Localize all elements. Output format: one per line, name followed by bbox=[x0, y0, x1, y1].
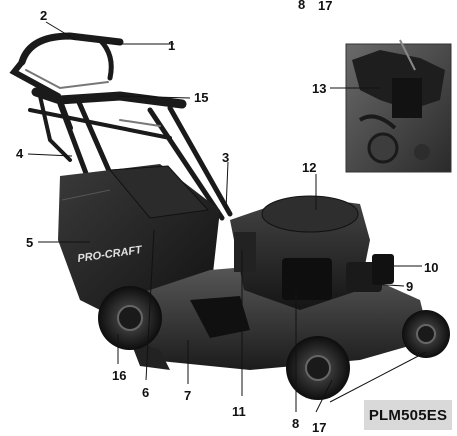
callout-1: 1 bbox=[168, 38, 175, 53]
model-badge: PLM505ES bbox=[364, 400, 452, 430]
callout-12: 12 bbox=[302, 160, 316, 175]
leader-lines bbox=[27, 21, 427, 413]
model-name: PLM505ES bbox=[368, 406, 448, 424]
callout-17-top: 17 bbox=[318, 0, 332, 13]
callout-11: 11 bbox=[232, 404, 246, 419]
callout-8: 8 bbox=[292, 416, 299, 431]
inset-photo bbox=[345, 39, 452, 173]
wheels bbox=[98, 286, 450, 400]
callout-6: 6 bbox=[142, 385, 149, 400]
callout-3: 3 bbox=[222, 150, 229, 165]
callout-10: 10 bbox=[424, 260, 438, 275]
callout-9: 9 bbox=[406, 279, 413, 294]
callout-2: 2 bbox=[40, 8, 47, 23]
callout-15: 15 bbox=[194, 90, 208, 105]
callout-17: 17 bbox=[312, 420, 326, 435]
callout-7: 7 bbox=[184, 388, 191, 403]
callout-numbers: 8 17 1 2 3 4 5 6 7 8 9 10 11 12 13 15 16… bbox=[16, 0, 438, 435]
callout-5: 5 bbox=[26, 235, 33, 250]
callout-8-top: 8 bbox=[298, 0, 305, 12]
callout-13: 13 bbox=[312, 81, 326, 96]
callout-4: 4 bbox=[16, 146, 24, 161]
callout-16: 16 bbox=[112, 368, 126, 383]
